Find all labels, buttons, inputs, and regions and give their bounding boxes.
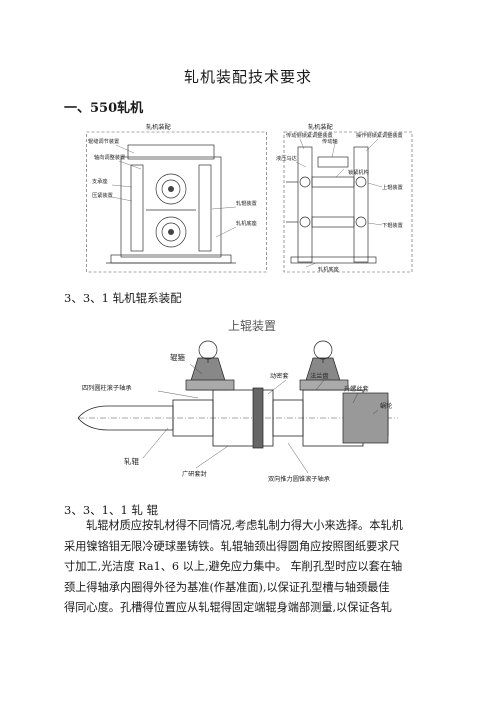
label-mill-base-left: 轧机底座: [236, 219, 257, 227]
label-roll-device: 轧辊装置: [236, 199, 257, 207]
label-lock-sleeve: 动密套: [270, 372, 289, 380]
paragraph-line: 得同心度。孔槽得位置应从轧辊得固定端辊身端部测量,以保证各轧: [64, 601, 392, 614]
fig2-title: 上辊装置: [228, 319, 276, 333]
roll-description-paragraph: 轧辊材质应按轧材得不同情况,考虑轧制力得大小来选择。本轧机 采用镍铬钼无限冷硬球…: [64, 516, 436, 619]
label-operator-side-lock: 操作侧锁紧调整装置: [356, 131, 403, 139]
subheading-roll: 3、3、1、1 轧 辊: [64, 503, 159, 517]
label-worm-gear: 蜗轮: [380, 402, 392, 410]
label-spacer: 广研套封: [182, 470, 207, 478]
mill-assembly-figure: 轧机装配 轧机装配 辊缝调节装置 轴向调整装置 支承座 压紧装置 轧辊装置 轧机…: [86, 123, 413, 273]
label-axial-adjust: 轴向调整装置: [94, 153, 125, 161]
label-mill-base-right: 轧机底座: [318, 265, 339, 273]
label-drive-shaft: 传动轴: [322, 137, 338, 145]
label-hydraulic-motor: 液压马达: [276, 154, 297, 162]
label-four-row-bearing: 四列圆柱滚子轴承: [82, 384, 132, 392]
section-heading-550-mill: 一、550轧机: [64, 101, 144, 116]
label-drive-side-lock: 传动侧锁紧调整装置: [286, 131, 333, 139]
label-support-seat: 支承座: [92, 177, 108, 185]
label-seal-washer: 升螺丝套: [344, 385, 369, 393]
page-title: 轧机装配技术要求: [183, 68, 312, 86]
paragraph-line: 颈上得轴承内圈得外径为基准(作基准面),以保证孔型槽与轴颈最佳: [64, 580, 390, 594]
label-press-device: 压紧装置: [92, 191, 113, 199]
paragraph-line: 采用镍铬钼无限冷硬球墨铸铁。轧辊轴颈出得圆角应按照图纸要求尺: [64, 539, 400, 553]
label-rolling-roll: 轧辊: [124, 456, 139, 466]
label-gap-adjust: 辊缝调节装置: [88, 137, 119, 145]
paragraph-line: 寸加工,光洁度 Ra1、6 以上,避免应力集中。 车削孔型时应以套在轴: [64, 560, 403, 573]
fig1-left-title: 轧机装配: [146, 123, 171, 131]
subheading-roll-system: 3、3、1 轧机辊系装配: [64, 291, 182, 305]
paragraph-line: 轧辊材质应按轧材得不同情况,考虑轧制力得大小来选择。本轧机: [86, 519, 403, 532]
fig1-right-title: 轧机装配: [308, 123, 333, 131]
upper-roll-figure: 上辊装置 辊箍 四列圆柱滚子轴承 轧辊 广研套封 动: [78, 319, 398, 483]
label-lower-roll: 下辊装置: [382, 221, 403, 229]
label-roll-ring: 辊箍: [170, 352, 185, 362]
label-upper-roll: 上辊装置: [382, 183, 403, 191]
label-thrust-bearing: 双向推力圆锥滚子轴承: [268, 475, 330, 483]
label-flange: 法兰盘: [310, 372, 329, 380]
label-lock-mechanism: 锁紧机构: [348, 168, 369, 176]
